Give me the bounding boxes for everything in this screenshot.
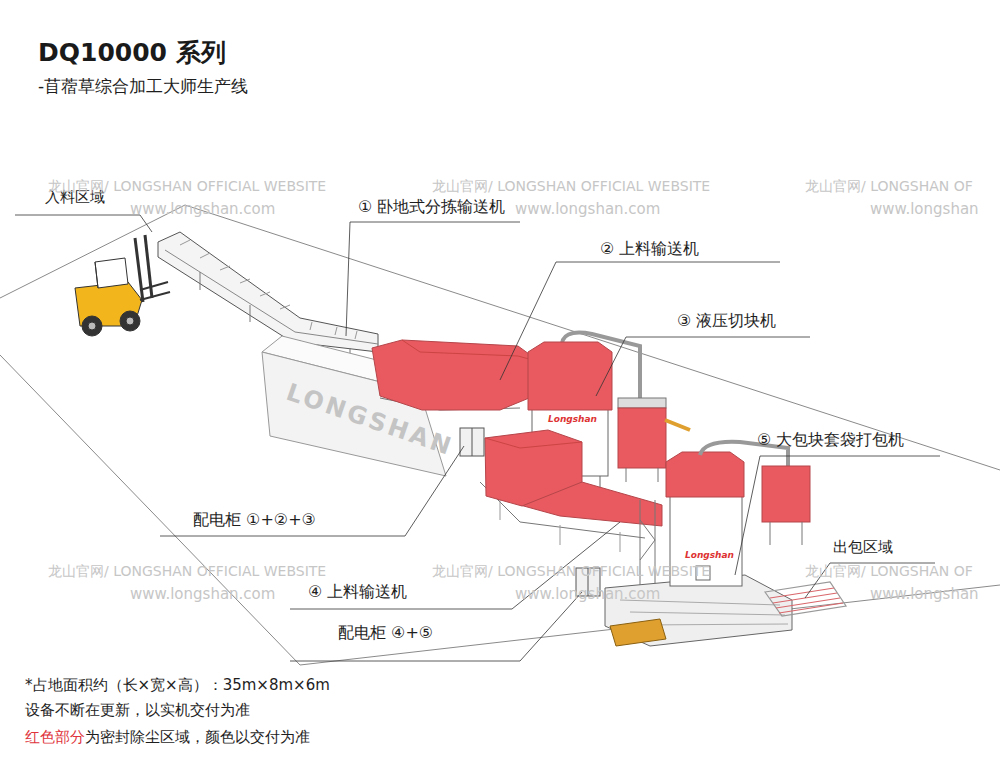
note-text: 设备不断在更新，以实机交付为准 [25,701,250,719]
note-text: 为密封除尘区域，颜色以交付为准 [85,728,310,746]
feed-conveyor-2 [372,340,540,410]
forklift [75,235,170,336]
area-label: 出包区域 [833,538,893,556]
watermark: www.longshan.com [515,200,660,218]
watermark: www.longshan.com [515,585,660,603]
feed-conveyor-4 [480,430,662,552]
note-text: *占地面积约（长×宽×高）：35m×8m×6m [25,676,330,694]
diagram-title: DQ10000 系列 [38,38,226,68]
leader-lines [15,215,940,661]
watermark: www.longshan.com [130,200,275,218]
subtitle: -苜蓿草综合加工大师生产线 [38,76,248,96]
callout-label: ③ 液压切块机 [677,311,776,330]
callout-label: ⑤ 大包块套袋打包机 [757,430,904,449]
callout-label: 配电柜 ①+②+③ [193,510,316,529]
note-highlight: 红色部分 [25,728,85,746]
watermark: 龙山官网/ LONGSHAN OFFICIAL WEBSITE [48,563,326,580]
callout-label: ① 卧地式分拣输送机 [358,197,505,216]
watermark: www.longshan.com [130,585,275,603]
callout-label: 配电柜 ④+⑤ [338,623,433,642]
watermark: 龙山官网/ LONGSHAN OFFICIAL WEBSITE [432,178,710,195]
watermark: 龙山官网/ LONGSHAN OFFICIAL WEBSITE [48,178,326,195]
watermark: 龙山官网/ LONGSHAN OF [805,563,973,580]
output-ramp [765,582,846,616]
sorting-conveyor [158,232,378,364]
machine-logo: Longshan [685,550,734,561]
floor-outline [0,205,1000,665]
machine-logo: Longshan [548,414,597,425]
watermark: 龙山官网/ LONGSHAN OF [805,178,973,195]
dust-collector-2 [762,466,810,545]
callout-label: ② 上料输送机 [600,239,699,258]
watermark: www.longshan [870,585,979,603]
watermark: www.longshan [870,200,979,218]
callout-label: ④ 上料输送机 [308,582,407,601]
watermark: 龙山官网/ LONGSHAN OFFICIAL WEBSITE [432,563,710,580]
